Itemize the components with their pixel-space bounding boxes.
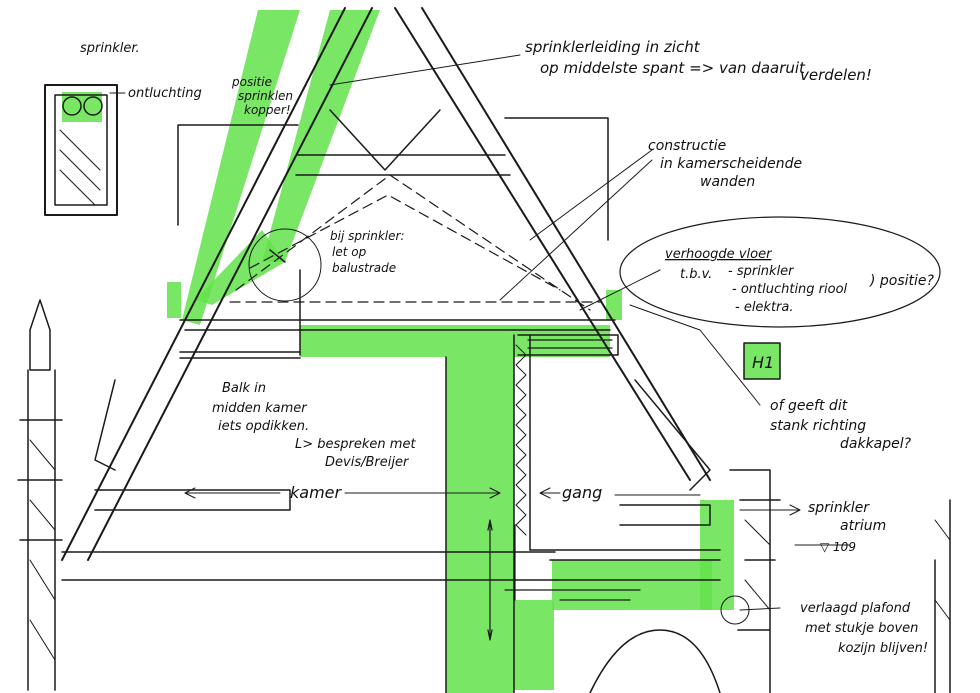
label-leiding-1: sprinklerleiding in zicht bbox=[525, 38, 701, 56]
annotations: sprinkler. ontluchting positie sprinklen… bbox=[80, 38, 935, 656]
label-geeft-1: of geeft dit bbox=[770, 398, 848, 414]
label-geeft-3: dakkapel? bbox=[840, 436, 912, 452]
label-bij-sprinkler-2: let op bbox=[332, 245, 367, 259]
label-verhoogde-title: verhoogde vloer bbox=[665, 247, 773, 262]
label-bespreken-2: Devis/Breijer bbox=[325, 455, 410, 470]
label-balk-2: midden kamer bbox=[212, 401, 308, 416]
label-bij-sprinkler-1: bij sprinkler: bbox=[330, 229, 404, 243]
left-tower bbox=[17, 299, 63, 691]
label-verhoogde-item-1: - sprinkler bbox=[728, 264, 795, 279]
label-verhoogde-positie: ) positie? bbox=[869, 273, 935, 289]
label-verhoogde-tbv: t.b.v. bbox=[680, 267, 712, 282]
roof-structure bbox=[61, 7, 721, 693]
label-plafond-1: verlaagd plafond bbox=[800, 601, 911, 616]
label-constructie-1: constructie bbox=[648, 138, 726, 154]
label-bespreken-1: L> bespreken met bbox=[295, 437, 416, 452]
label-balk-3: iets opdikken. bbox=[218, 419, 309, 434]
label-gang: gang bbox=[562, 483, 602, 502]
label-sprinkler-top: sprinkler. bbox=[80, 41, 140, 56]
label-kamer: kamer bbox=[290, 483, 343, 502]
label-leiding-2: op middelste spant => van daaruit bbox=[540, 59, 806, 77]
label-constructie-2: in kamerscheidende bbox=[660, 156, 802, 172]
label-level: ▽ 109 bbox=[820, 540, 856, 554]
label-sprinkler-atrium-2: atrium bbox=[840, 518, 886, 534]
label-sprinkler-atrium-1: sprinkler bbox=[808, 500, 870, 516]
label-balk-1: Balk in bbox=[222, 381, 266, 396]
label-positie-2: sprinklen bbox=[238, 89, 293, 103]
label-h1: H1 bbox=[752, 353, 774, 372]
window-detail bbox=[44, 84, 118, 216]
label-ontluchting: ontluchting bbox=[128, 86, 202, 101]
leader-lines bbox=[109, 54, 941, 611]
label-positie-3: kopper! bbox=[244, 103, 291, 117]
label-plafond-3: kozijn blijven! bbox=[838, 641, 928, 656]
label-verhoogde-item-2: - ontluchting riool bbox=[732, 282, 848, 297]
label-bij-sprinkler-3: balustrade bbox=[332, 261, 396, 275]
label-verhoogde-item-3: - elektra. bbox=[735, 300, 794, 315]
label-positie-1: positie bbox=[231, 75, 272, 89]
label-leiding-3: verdelen! bbox=[800, 66, 872, 84]
right-structure bbox=[720, 469, 951, 693]
label-plafond-2: met stukje boven bbox=[805, 621, 918, 636]
label-geeft-2: stank richting bbox=[770, 418, 866, 434]
label-constructie-3: wanden bbox=[700, 174, 755, 190]
